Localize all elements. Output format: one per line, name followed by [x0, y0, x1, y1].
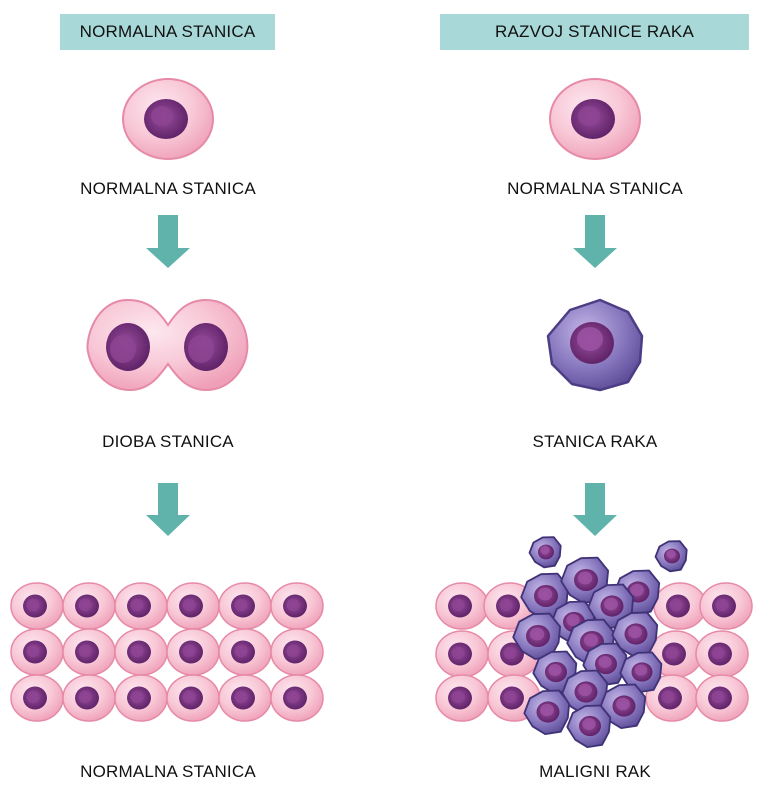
normal-tissue-cell [699, 582, 753, 630]
label-normal-cell-right: NORMALNA STANICA [507, 179, 683, 198]
arrow-down-icon [146, 215, 190, 268]
normal-tissue-cell [435, 582, 489, 630]
label-cancer-cell: STANICA RAKA [532, 432, 658, 451]
label-normal-cell-left: NORMALNA STANICA [80, 179, 256, 198]
normal-tissue-cell [218, 628, 272, 676]
normal-tissue-cell [62, 674, 116, 722]
normal-tissue-cell [10, 674, 64, 722]
normal-tissue-cell [114, 582, 168, 630]
normal-tissue-cell [166, 582, 220, 630]
normal-tissue-cell [114, 628, 168, 676]
normal-tissue-grid [10, 582, 324, 722]
normal-tissue-cell [695, 630, 749, 678]
cancer-cell [546, 298, 644, 392]
dividing-cells [86, 298, 249, 392]
tumor-cell [611, 611, 659, 657]
tumor-cell [523, 689, 571, 735]
normal-tissue-cell [270, 628, 324, 676]
tumor-cell [619, 651, 663, 693]
arrow-down-icon [573, 483, 617, 536]
header-cancer-development: RAZVOJ STANICE RAKA [440, 14, 749, 50]
normal-tissue-cell [653, 582, 707, 630]
normal-tissue-cell [270, 674, 324, 722]
normal-tissue-cell [218, 582, 272, 630]
malignant-tumor-cluster [512, 536, 688, 748]
normal-tissue-cell [695, 674, 749, 722]
arrow-down-icon [573, 215, 617, 268]
normal-tissue-cell [166, 674, 220, 722]
label-cell-division: DIOBA STANICA [102, 432, 234, 451]
arrow-down-icon [146, 483, 190, 536]
normal-tissue-cell [10, 582, 64, 630]
normal-cell-right-top [549, 78, 641, 160]
label-normal-tissue: NORMALNA STANICA [80, 762, 256, 781]
normal-tissue-cell [435, 630, 489, 678]
tumor-cell [654, 540, 688, 573]
header-cancer-development-text: RAZVOJ STANICE RAKA [494, 22, 695, 41]
tumor-cell [561, 669, 609, 715]
normal-tissue-cell [114, 674, 168, 722]
tumor-cell [528, 536, 562, 569]
normal-tissue-cell [435, 674, 489, 722]
tumor-cell [566, 704, 612, 748]
normal-tissue-cell [649, 630, 703, 678]
normal-tissue-cell [218, 674, 272, 722]
normal-tissue-cell [62, 628, 116, 676]
normal-tissue-cell [62, 582, 116, 630]
header-normal-cell-text: NORMALNA STANICA [79, 22, 256, 41]
normal-tissue-cell [10, 628, 64, 676]
normal-cell-left-top [122, 78, 214, 160]
normal-tissue-cell [166, 628, 220, 676]
tumor-cell [599, 683, 647, 729]
normal-tissue-cell [270, 582, 324, 630]
label-malignant-cancer: MALIGNI RAK [539, 762, 651, 781]
header-normal-cell: NORMALNA STANICA [60, 14, 275, 50]
